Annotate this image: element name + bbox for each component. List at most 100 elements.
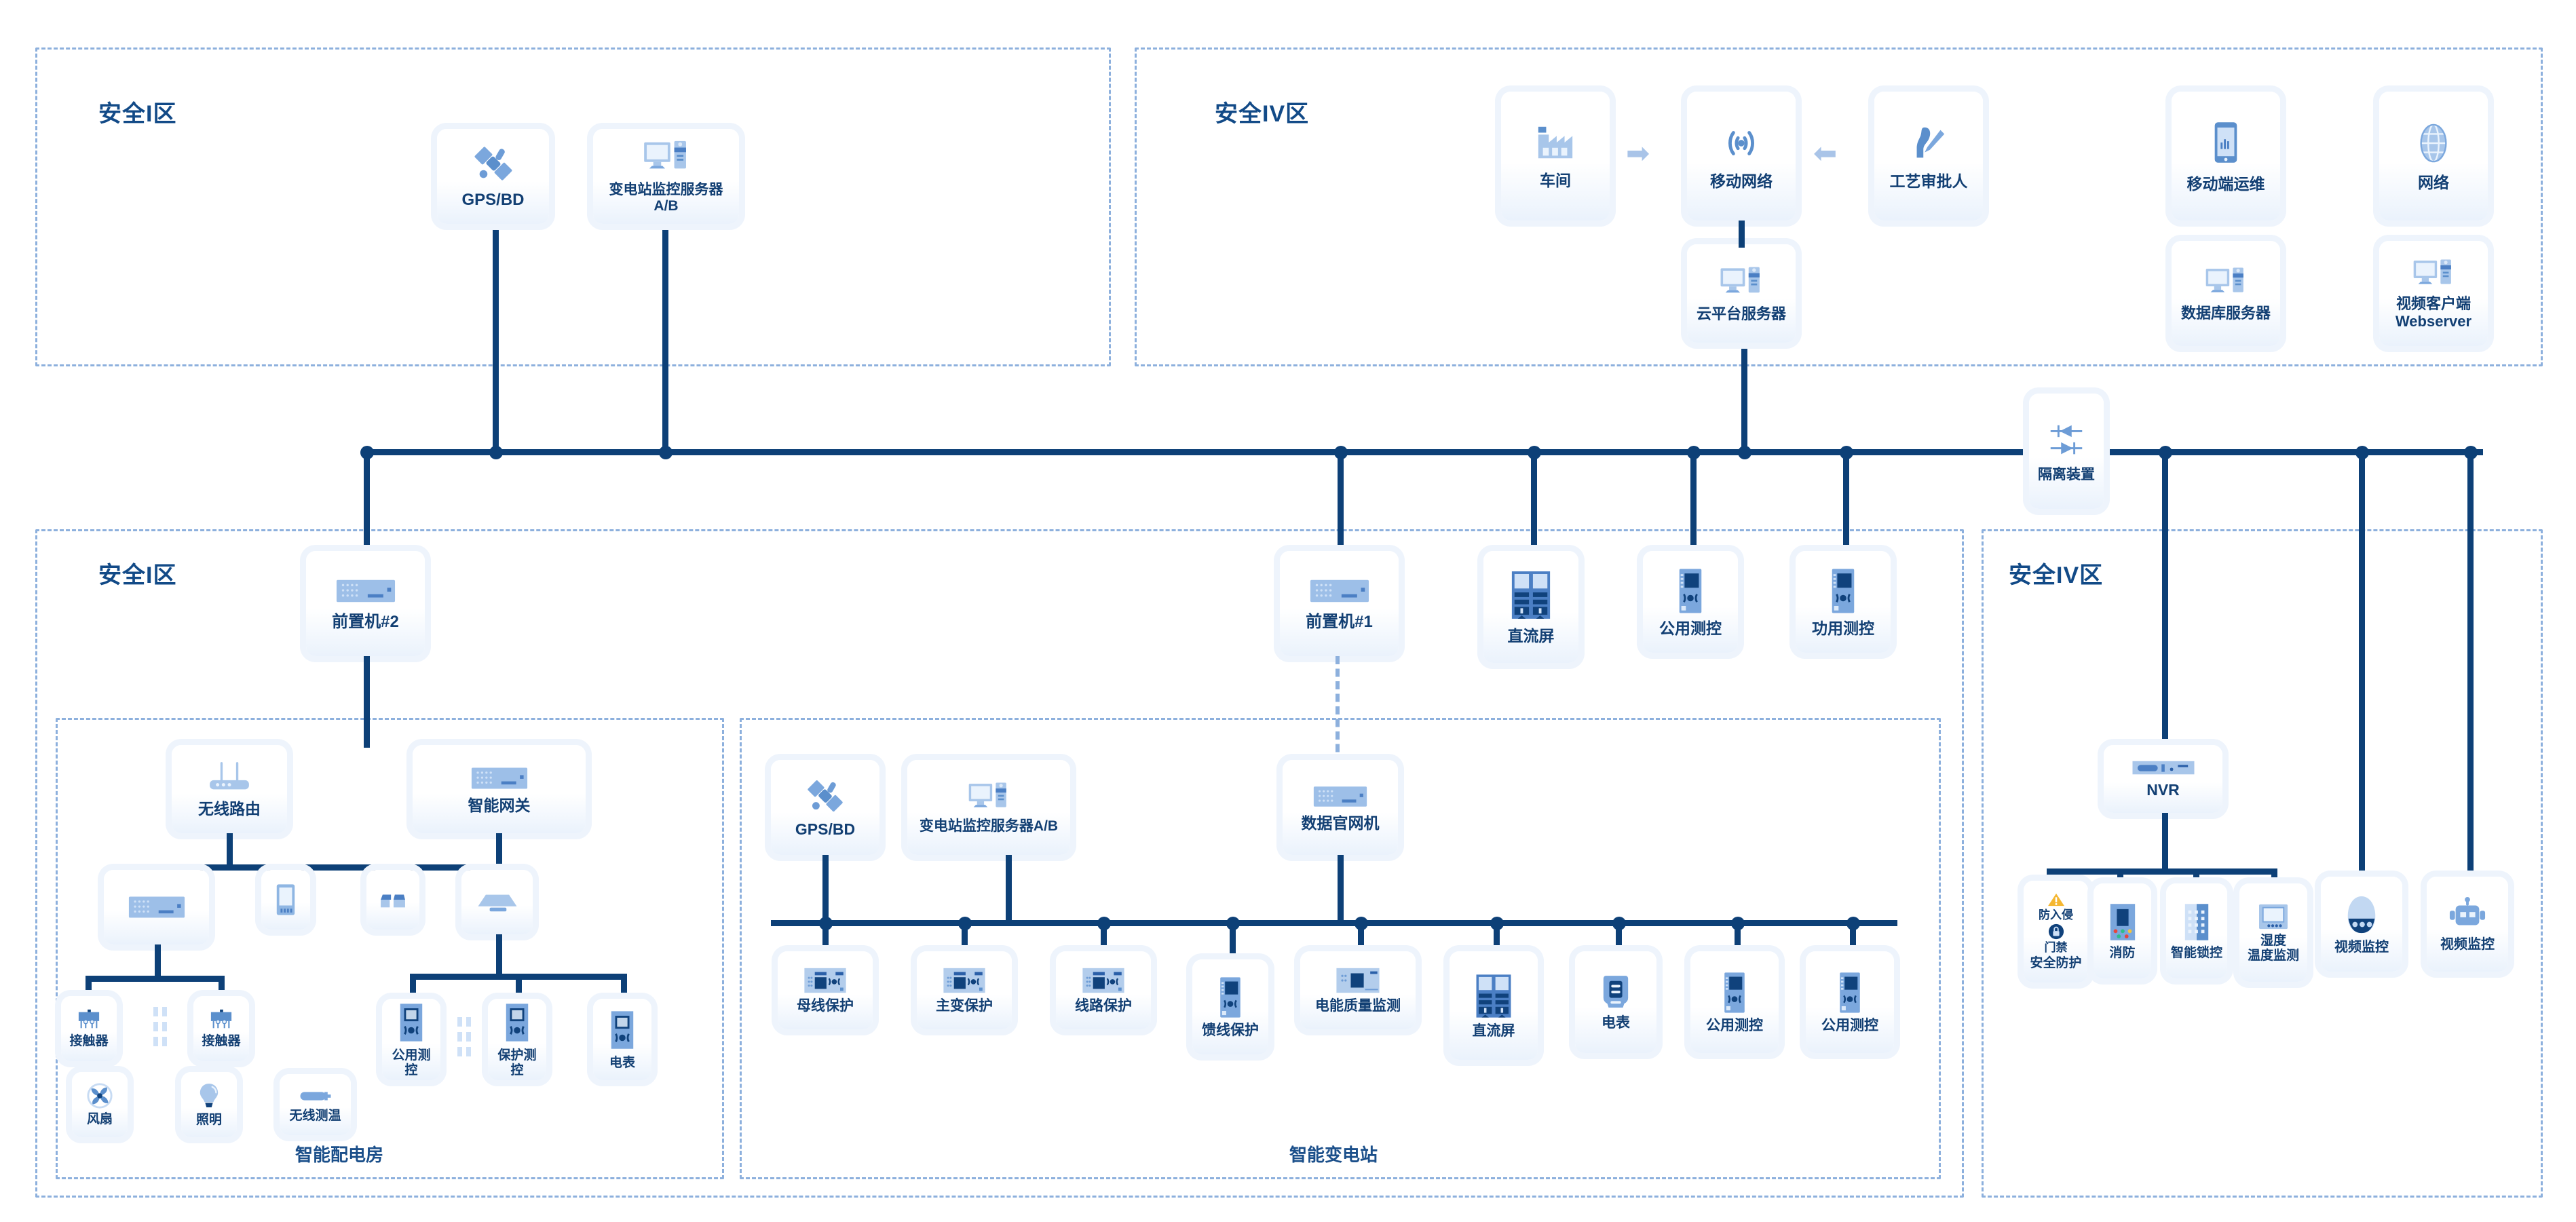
node-label: 智能锁控 bbox=[2170, 946, 2222, 961]
wire-server-to-bus bbox=[662, 224, 668, 452]
node-label: 电表 bbox=[609, 1056, 635, 1071]
node-bus-protection[interactable]: 母线保护 bbox=[778, 951, 873, 1029]
wire-bus-to-funcmc bbox=[1843, 449, 1849, 551]
node-front-machine-2[interactable]: 前置机#2 bbox=[306, 551, 425, 656]
node-meter-pr[interactable]: 电表 bbox=[593, 999, 651, 1080]
node-label: 保护测控 bbox=[497, 1048, 537, 1077]
node-pr-module[interactable] bbox=[366, 870, 419, 930]
node-power-quality-monitor[interactable]: 电能质量监测 bbox=[1300, 951, 1416, 1029]
node-fire-system[interactable]: 消防 bbox=[2094, 883, 2151, 978]
node-video-surveillance-robot[interactable]: 视频监控 bbox=[2427, 877, 2508, 972]
node-network-globe[interactable]: 网络 bbox=[2379, 92, 2488, 221]
node-public-mc-ss-2[interactable]: 公用测控 bbox=[1806, 951, 1894, 1053]
node-public-mc-mid[interactable]: 公用测控 bbox=[1643, 551, 1738, 653]
measure-control-icon bbox=[1217, 975, 1244, 1020]
node-label: 功用测控 bbox=[1812, 619, 1874, 637]
node-label: 风扇 bbox=[86, 1112, 113, 1127]
node-front-machine-1[interactable]: 前置机#1 bbox=[1280, 551, 1399, 656]
wire-cloud-to-bus bbox=[1741, 339, 1747, 452]
wire-isolator-to-nvr bbox=[2162, 449, 2168, 748]
node-humidity-temperature-monitor[interactable]: 湿度 温度监测 bbox=[2239, 883, 2307, 982]
bus-node-publicmc bbox=[1687, 446, 1701, 459]
node-label: 线路保护 bbox=[1075, 998, 1132, 1014]
node-label: 直流屏 bbox=[1507, 627, 1555, 645]
warning-triangle-icon bbox=[2047, 892, 2065, 907]
node-cloud-server[interactable]: 云平台服务器 bbox=[1687, 244, 1796, 343]
globe-icon bbox=[2414, 121, 2453, 166]
node-substation-server[interactable]: 变电站监控服务器A/B bbox=[907, 760, 1070, 855]
contactor-icon bbox=[73, 1008, 105, 1031]
node-protect-mc-pr[interactable]: 保护测控 bbox=[488, 999, 546, 1080]
quality-monitor-icon bbox=[1333, 966, 1382, 995]
protection-relay-icon bbox=[1080, 966, 1127, 995]
measure-control-icon bbox=[1828, 567, 1858, 615]
node-substation-server-top[interactable]: 变电站监控服务器A/B bbox=[593, 129, 739, 224]
wire-hub-down bbox=[496, 934, 502, 976]
zone-top-right-title: 安全IV区 bbox=[1215, 101, 1310, 127]
zone-top-left-title: 安全I区 bbox=[98, 101, 177, 127]
node-gps-bd-top[interactable]: GPS/BD bbox=[437, 129, 549, 224]
measure-control-icon bbox=[1721, 970, 1748, 1015]
arrow-workshop-to-network: ➡ bbox=[1626, 137, 1650, 169]
zone-bottom-right-title: 安全IV区 bbox=[2009, 562, 2104, 588]
wire-ss-datagw-down bbox=[1338, 855, 1344, 923]
node-func-mc-mid[interactable]: 功用测控 bbox=[1796, 551, 1891, 653]
node-isolator[interactable]: 隔离装置 bbox=[2029, 394, 2104, 509]
desktop-server-icon bbox=[643, 138, 690, 176]
meter-device-icon bbox=[503, 1001, 531, 1046]
node-label: 电能质量监测 bbox=[1315, 998, 1401, 1014]
node-wireless-temp[interactable]: 无线测温 bbox=[280, 1074, 351, 1135]
node-database-server[interactable]: 数据库服务器 bbox=[2172, 241, 2280, 346]
contactor-bar bbox=[86, 976, 225, 982]
node-label: 照明 bbox=[195, 1113, 222, 1128]
node-line-protection[interactable]: 线路保护 bbox=[1056, 951, 1151, 1029]
bus-node-funcmc bbox=[1840, 446, 1853, 459]
arrow-approver-to-network: ⬅ bbox=[1813, 137, 1838, 169]
node-pr-hub[interactable] bbox=[461, 870, 533, 934]
node-smart-gateway[interactable]: 智能网关 bbox=[413, 745, 586, 833]
node-dc-panel-substation[interactable]: 直流屏 bbox=[1450, 951, 1538, 1060]
dc-cabinet-icon bbox=[1509, 569, 1553, 622]
bus-node-front1 bbox=[1334, 446, 1348, 459]
bus-node-dc bbox=[1528, 446, 1541, 459]
node-public-mc-pr[interactable]: 公用测控 bbox=[382, 999, 440, 1080]
node-mobile-ops[interactable]: 移动端运维 bbox=[2172, 92, 2280, 221]
node-pr-panel[interactable] bbox=[261, 870, 310, 930]
smart-lock-icon bbox=[2182, 901, 2211, 943]
node-label: 湿度 温度监测 bbox=[2247, 933, 2299, 963]
node-gps-bd-substation[interactable]: GPS/BD bbox=[771, 760, 879, 855]
node-contactor-b[interactable]: 接触器 bbox=[193, 996, 249, 1061]
node-label: NVR bbox=[2146, 780, 2180, 799]
wire-sec-2 bbox=[2117, 868, 2123, 883]
node-lighting[interactable]: 照明 bbox=[181, 1072, 237, 1137]
node-workshop[interactable]: 车间 bbox=[1501, 92, 1610, 221]
node-label: 无线路由 bbox=[198, 799, 261, 818]
node-fan[interactable]: 风扇 bbox=[72, 1072, 128, 1137]
node-public-mc-ss-1[interactable]: 公用测控 bbox=[1690, 951, 1779, 1053]
node-process-approver[interactable]: 工艺审批人 bbox=[1874, 92, 1983, 221]
node-nvr[interactable]: NVR bbox=[2104, 745, 2222, 813]
node-label: 移动网络 bbox=[1710, 172, 1773, 190]
wire-nvr-down bbox=[2162, 813, 2168, 871]
node-smart-lock-control[interactable]: 智能锁控 bbox=[2166, 883, 2227, 978]
node-wireless-router[interactable]: 无线路由 bbox=[172, 745, 287, 833]
node-dc-panel-mid[interactable]: 直流屏 bbox=[1483, 551, 1578, 663]
node-security-protection[interactable]: 防入侵 门禁 安全防护 bbox=[2024, 881, 2088, 982]
node-video-client-webserver[interactable]: 视频客户端 Webserver bbox=[2379, 241, 2488, 346]
fire-panel-icon bbox=[2108, 901, 2138, 943]
node-meter-substation[interactable]: 电表 bbox=[1575, 951, 1656, 1053]
node-feeder-protection[interactable]: 馈线保护 bbox=[1192, 959, 1268, 1054]
node-label: GPS/BD bbox=[461, 191, 525, 210]
node-video-surveillance-dome[interactable]: 视频监控 bbox=[2321, 877, 2402, 972]
zone-bottom-right bbox=[1982, 529, 2543, 1198]
node-mobile-network[interactable]: 移动网络 bbox=[1687, 92, 1796, 221]
wire-to-contactor-a bbox=[86, 976, 92, 997]
node-contactor-a[interactable]: 接触器 bbox=[61, 996, 117, 1061]
node-main-transformer-protection[interactable]: 主变保护 bbox=[917, 951, 1012, 1029]
smartphone-icon bbox=[2210, 119, 2242, 167]
rack-server-icon bbox=[1311, 783, 1369, 810]
node-pr-switch[interactable] bbox=[104, 870, 209, 944]
module-block-icon bbox=[378, 888, 408, 911]
node-data-gateway[interactable]: 数据官网机 bbox=[1283, 760, 1398, 855]
rack-server-icon bbox=[126, 893, 188, 921]
